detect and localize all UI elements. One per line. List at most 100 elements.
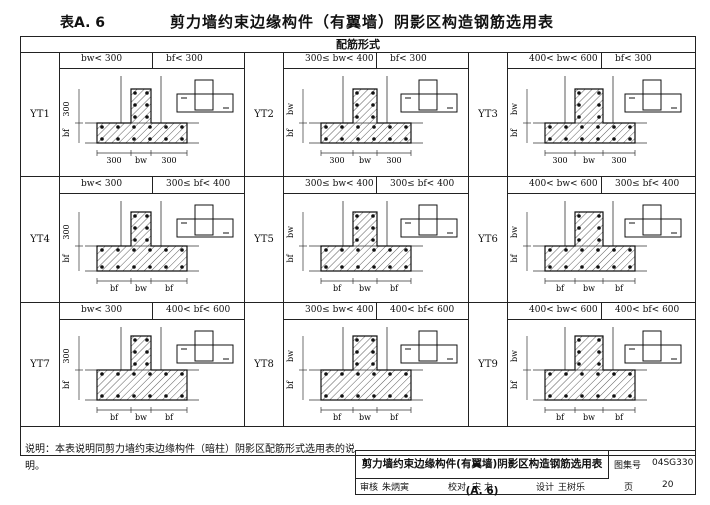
bf-condition: bf< 300	[615, 54, 652, 64]
bw-condition: 400< bw< 600	[529, 179, 598, 189]
dim-bottom-label: bw	[359, 284, 371, 293]
dim-bottom-label: 300	[386, 156, 401, 165]
dim-bottom-label: bf	[390, 284, 399, 293]
bw-condition: bw< 300	[81, 305, 123, 315]
dim-bottom-label: bf	[110, 413, 119, 422]
dim-web-label: bw	[510, 103, 519, 115]
dim-bottom-label: bf	[556, 284, 565, 293]
bf-condition: 400< bf< 600	[615, 305, 680, 315]
panel-condition-header: 300≤ bw< 400 bf< 300	[283, 52, 468, 69]
check-label: 校对	[448, 483, 467, 493]
panel-condition-header: 400< bw< 600 bf< 300	[507, 52, 695, 69]
dim-bottom-label: bw	[135, 156, 147, 165]
bf-condition: bf< 300	[166, 54, 203, 64]
panel-id: YT7	[21, 303, 60, 426]
panel-condition-header: 400< bw< 600 400< bf< 600	[507, 303, 695, 320]
dim-bottom-label: bf	[165, 284, 174, 293]
dim-bottom-label: bf	[615, 413, 624, 422]
note-text: 说明：本表说明同剪力墙约束边缘构件（暗柱）阴影区配筋形式选用表的说明。	[25, 444, 355, 472]
shadow-zone	[320, 211, 412, 272]
dim-bottom-label: 300	[552, 156, 567, 165]
bf-condition: 300≤ bf< 400	[390, 179, 455, 189]
section-label: 配筋形式	[21, 37, 695, 53]
dim-bottom-label: 300	[611, 156, 626, 165]
reviewer-name: 朱炳寅	[382, 483, 410, 493]
bw-condition: 400< bw< 600	[529, 54, 598, 64]
shadow-zone	[320, 88, 412, 144]
dim-bottom-label: bw	[135, 413, 147, 422]
panel-id: YT2	[245, 52, 284, 176]
signature-row: 审核 朱炳寅 校对 宋 力 设计 王树乐 页 20	[356, 478, 695, 494]
bw-condition: bw< 300	[81, 179, 123, 189]
shadow-zone	[96, 88, 188, 144]
shadow-zone	[544, 335, 636, 401]
dim-bottom-label: bw	[135, 284, 147, 293]
panel-id: YT5	[245, 177, 284, 302]
dim-bottom-label: bf	[390, 413, 399, 422]
atlas-label: 图集号	[614, 461, 642, 471]
dim-bottom-label: bf	[165, 413, 174, 422]
shadow-zone	[544, 88, 636, 144]
panel-condition-header: 300≤ bw< 400 300≤ bf< 400	[283, 177, 468, 194]
page-label: 页	[624, 483, 634, 493]
dim-flange-label: bf	[286, 380, 295, 389]
title-block: 剪力墙约束边缘构件(有翼墙)阴影区构造钢筋选用表(A. 6) 图集号 04SG3…	[355, 450, 696, 497]
dim-bottom-label: 300	[106, 156, 121, 165]
panel-id: YT1	[21, 52, 60, 176]
design-label: 设计	[536, 483, 555, 493]
bw-condition: 400< bw< 600	[529, 305, 598, 315]
panel-id: YT8	[245, 303, 284, 426]
dim-flange-label: bf	[286, 253, 295, 262]
section-drawing: 300 bf bf bw bf	[62, 327, 234, 422]
page-number: 20	[662, 480, 674, 490]
bf-condition: 300≤ bf< 400	[615, 179, 680, 189]
dim-flange-label: bf	[62, 128, 71, 137]
panel-id: YT9	[469, 303, 508, 426]
dim-web-label: bw	[286, 226, 295, 238]
dim-flange-label: bf	[62, 380, 71, 389]
bw-condition: 300≤ bw< 400	[305, 305, 374, 315]
dim-bottom-label: 300	[161, 156, 176, 165]
dim-flange-label: bf	[510, 253, 519, 262]
bf-condition: 400< bf< 600	[390, 305, 455, 315]
atlas-number: 04SG330	[652, 458, 694, 468]
dim-bottom-label: bf	[615, 284, 624, 293]
bf-condition: bf< 300	[390, 54, 427, 64]
checker-name: 宋 力	[472, 483, 493, 493]
bw-condition: bw< 300	[81, 54, 123, 64]
bw-condition: 300≤ bw< 400	[305, 179, 374, 189]
dim-bottom-label: 300	[329, 156, 344, 165]
dim-flange-label: bf	[510, 128, 519, 137]
shadow-zone	[96, 335, 188, 401]
dim-web-label: bw	[510, 350, 519, 362]
dim-web-label: bw	[286, 350, 295, 362]
dim-flange-label: bf	[62, 253, 71, 262]
bw-condition: 300≤ bw< 400	[305, 54, 374, 64]
dim-web-label: 300	[62, 224, 71, 239]
panel-condition-header: 400< bw< 600 300≤ bf< 400	[507, 177, 695, 194]
dim-web-label: 300	[62, 348, 71, 363]
shadow-zone	[320, 335, 412, 401]
shadow-zone	[544, 211, 636, 272]
dim-flange-label: bf	[286, 128, 295, 137]
dim-flange-label: bf	[510, 380, 519, 389]
dim-bottom-label: bw	[359, 156, 371, 165]
page-title: 剪力墙约束边缘构件（有翼墙）阴影区构造钢筋选用表	[170, 13, 555, 31]
